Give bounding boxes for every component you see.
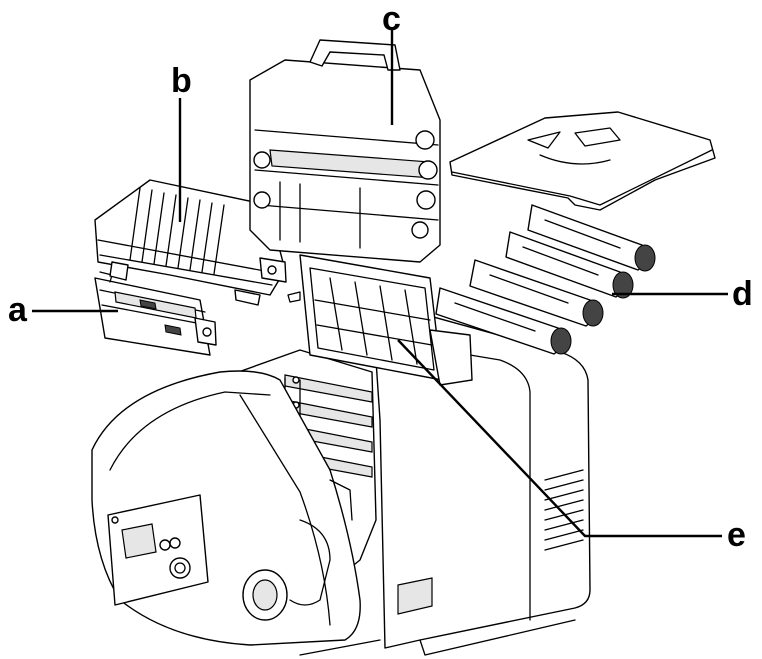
toner-cartridge xyxy=(469,259,604,327)
part-d-cartridges xyxy=(435,204,656,355)
part-a-unit xyxy=(94,271,217,356)
toner-cartridge xyxy=(527,204,656,272)
toner-cartridge xyxy=(435,287,572,355)
leader-e xyxy=(397,339,722,538)
callout-c: c xyxy=(382,0,401,38)
part-c-gears xyxy=(253,130,438,239)
cover-handle xyxy=(242,569,288,621)
part-b-ribs xyxy=(129,187,225,275)
callout-d: d xyxy=(732,275,753,313)
part-c-unit xyxy=(249,30,441,263)
part-b-unit xyxy=(94,98,287,306)
top-cover-panel xyxy=(449,111,716,211)
callout-b: b xyxy=(171,62,192,100)
front-cover xyxy=(91,370,361,646)
callout-a: a xyxy=(8,291,27,329)
control-panel xyxy=(107,494,209,606)
callout-e: e xyxy=(727,516,746,554)
